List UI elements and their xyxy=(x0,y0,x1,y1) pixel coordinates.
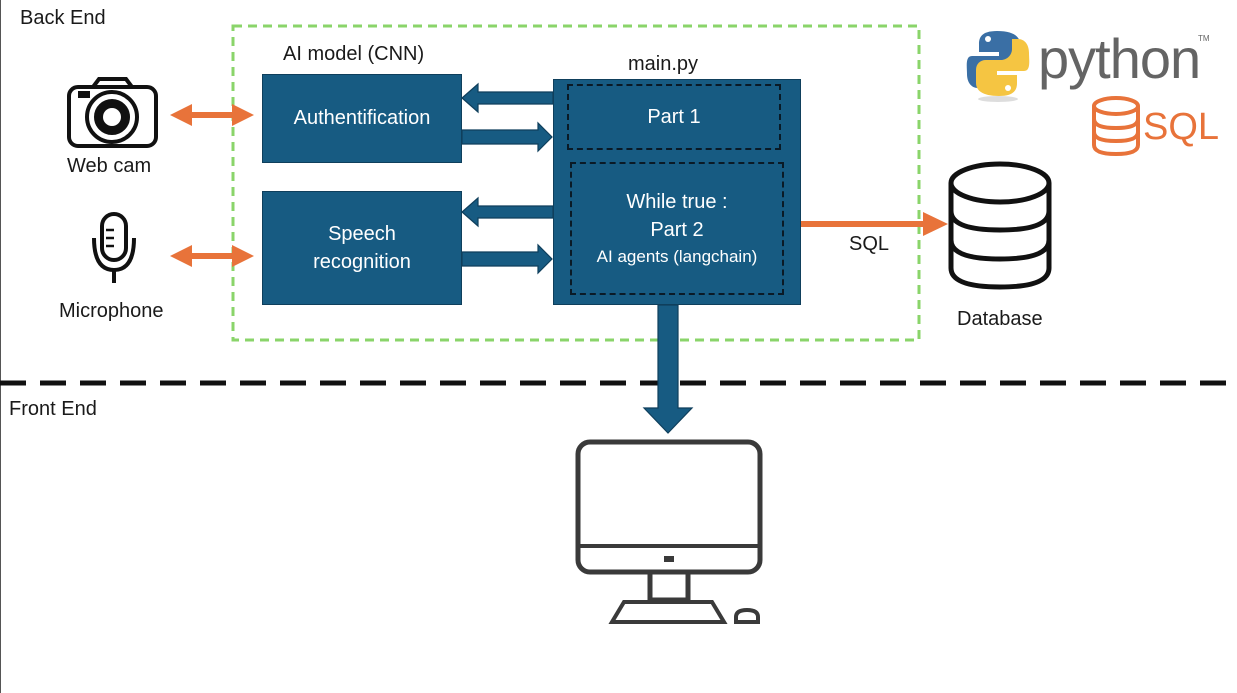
part1-label: Part 1 xyxy=(647,105,701,128)
computer-monitor-icon xyxy=(575,439,763,624)
webcam-auth-arrow xyxy=(170,104,254,126)
part2-box: While true : Part 2 AI agents (langchain… xyxy=(570,162,784,295)
python-tm-mark: TM xyxy=(1198,34,1210,43)
database-label: Database xyxy=(957,308,1043,330)
mic-speech-arrow xyxy=(170,245,254,267)
python-logo-text: python xyxy=(1038,27,1201,90)
arrow-main-to-frontend xyxy=(642,304,694,434)
main-py-label: main.py xyxy=(628,53,699,75)
part1-box: Part 1 xyxy=(567,84,781,150)
ai-model-label: AI model (CNN) xyxy=(283,43,425,65)
camera-icon xyxy=(67,77,158,148)
sql-logo-icon xyxy=(1092,96,1140,157)
arrow-auth-to-main xyxy=(461,121,553,153)
arrow-speech-to-main xyxy=(461,243,553,275)
speech-label-line1: Speech xyxy=(328,223,396,245)
back-end-label: Back End xyxy=(20,7,106,29)
sql-edge-label: SQL xyxy=(849,233,890,255)
python-logo-icon xyxy=(966,31,1030,102)
ai-agents-label: AI agents (langchain) xyxy=(596,246,758,266)
sql-logo-text: SQL xyxy=(1143,106,1220,148)
speech-label-line2: recognition xyxy=(313,251,411,273)
authentification-box: Authentification xyxy=(262,74,462,163)
while-true-label: While true : xyxy=(626,190,728,213)
microphone-icon xyxy=(92,212,136,283)
arrow-main-to-auth xyxy=(461,82,554,114)
part2-label: Part 2 xyxy=(650,218,704,241)
database-icon xyxy=(948,161,1052,290)
webcam-label: Web cam xyxy=(67,155,152,177)
authentification-label: Authentification xyxy=(293,107,431,129)
speech-recognition-box: Speech recognition xyxy=(262,191,462,305)
arrow-main-to-speech xyxy=(461,196,554,228)
microphone-label: Microphone xyxy=(59,300,164,322)
backend-container xyxy=(231,24,921,342)
front-end-label: Front End xyxy=(9,398,97,420)
